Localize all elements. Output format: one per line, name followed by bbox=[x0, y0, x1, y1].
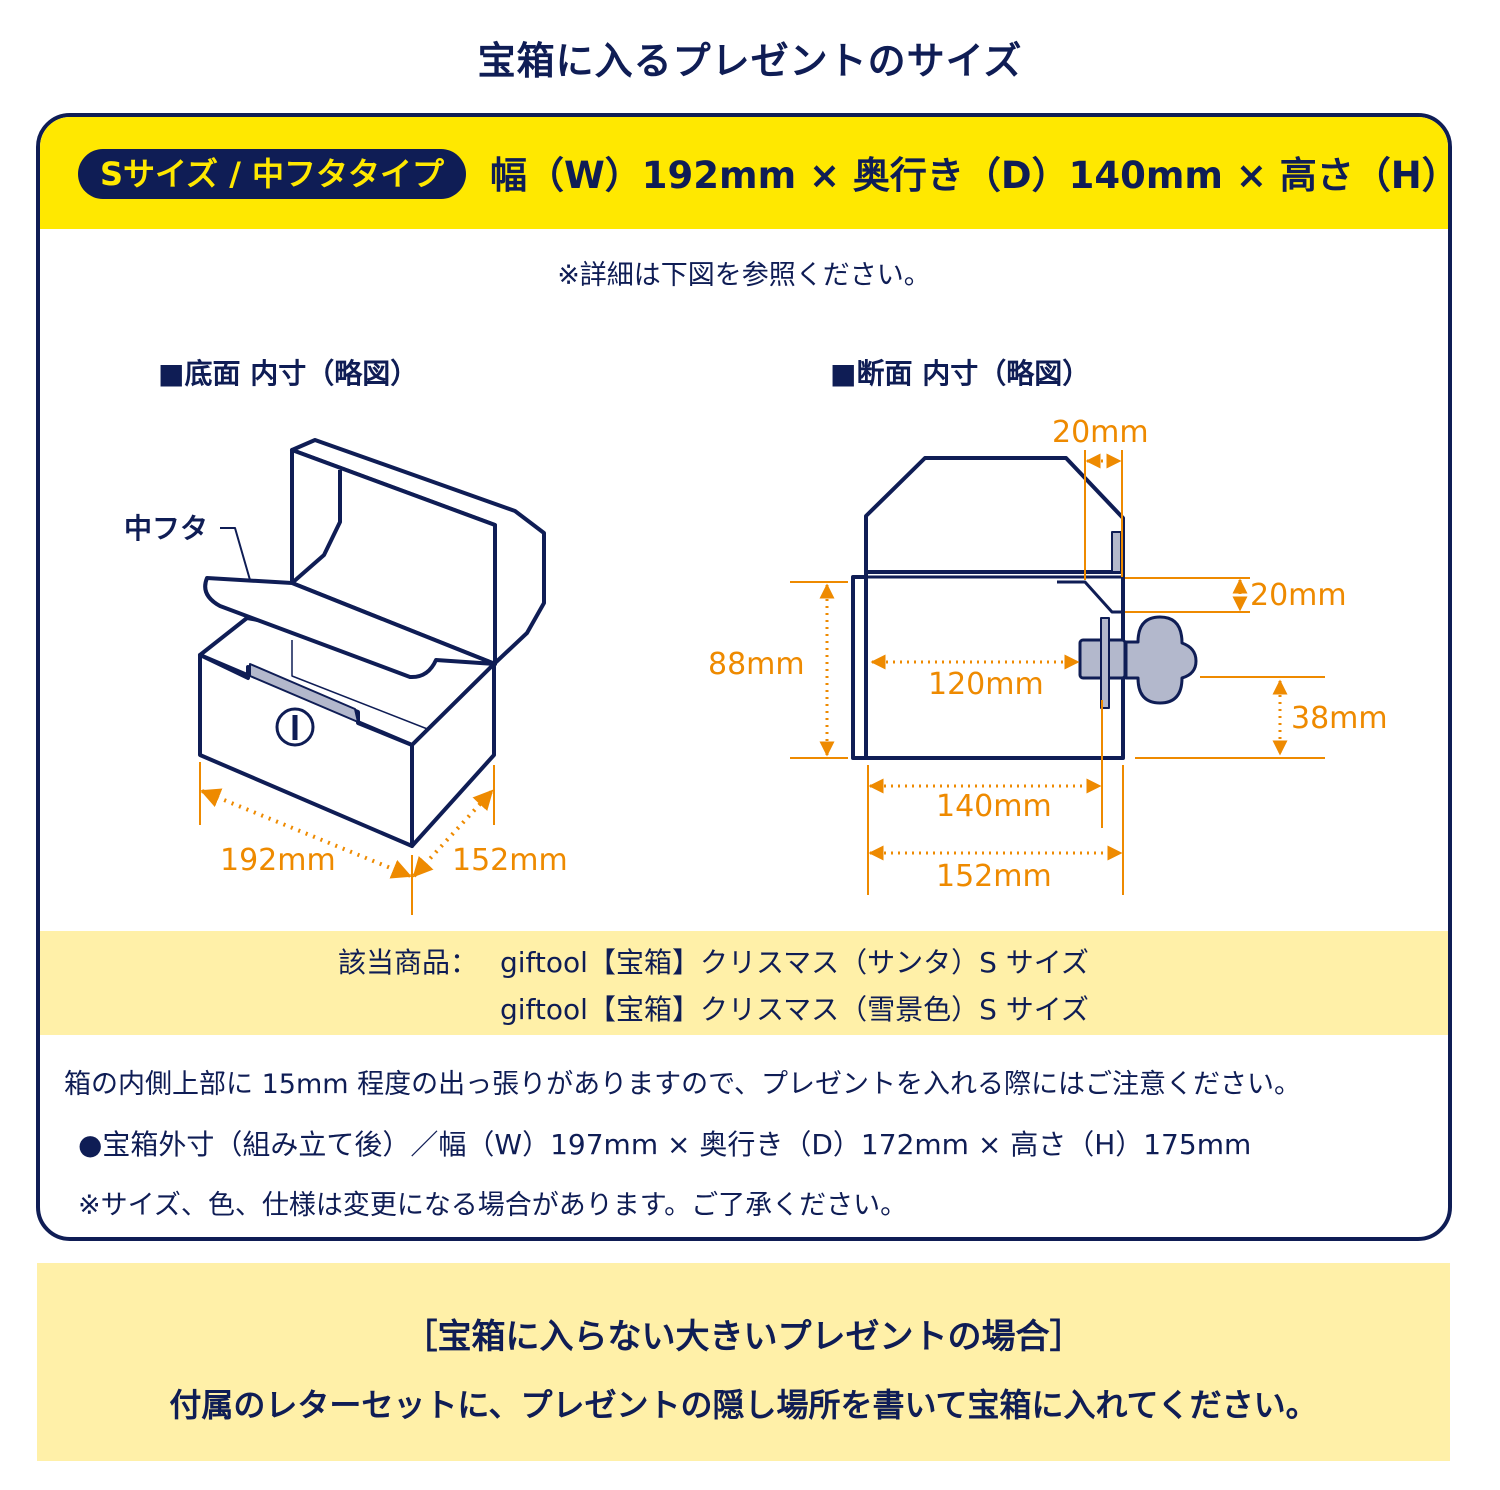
size-badge: Sサイズ / 中フタタイプ bbox=[78, 149, 466, 199]
caution-note: 箱の内側上部に 15mm 程度の出っ張りがありますので、プレゼントを入れる際には… bbox=[64, 1069, 1302, 1100]
diagrams: 中フタ 192mm 152mm 20mm 20mm 88mm 120mm 38m… bbox=[124, 415, 1388, 915]
large-present-notice: ［宝箱に入らない大きいプレゼントの場合］ 付属のレターセットに、プレゼントの隠し… bbox=[37, 1263, 1450, 1461]
depth-label: 152mm bbox=[452, 843, 568, 878]
dimensions-text: 幅（W）192mm × 奥行き（D）140mm × 高さ（H）88mm※ bbox=[490, 145, 1448, 199]
notice-text: 付属のレターセットに、プレゼントの隠し場所を書いて宝箱に入れてください。 bbox=[169, 1386, 1318, 1424]
dimensions-value: 幅（W）192mm × 奥行き（D）140mm × 高さ（H）88mm bbox=[490, 154, 1448, 197]
section-labels: 20mm 20mm 88mm 120mm 38mm 140mm 152mm bbox=[708, 415, 1388, 894]
product-item: giftool【宝箱】クリスマス（雪景色）S サイズ bbox=[500, 993, 1089, 1026]
lock-height-label: 38mm bbox=[1291, 701, 1388, 736]
products-label: 該当商品： bbox=[338, 946, 479, 979]
disclaimer-note: ※サイズ、色、仕様は変更になる場合があります。ご了承ください。 bbox=[78, 1190, 908, 1221]
inner-lid-label: 中フタ bbox=[124, 512, 208, 545]
reference-note: ※詳細は下図を参照ください。 bbox=[557, 260, 931, 291]
inner-depth-label: 140mm bbox=[936, 789, 1052, 824]
inner-label: 120mm bbox=[928, 667, 1044, 702]
box-dimensions bbox=[199, 762, 495, 915]
height-label: 88mm bbox=[708, 647, 805, 682]
total-depth-label: 152mm bbox=[936, 859, 1052, 894]
product-item: giftool【宝箱】クリスマス（サンタ）S サイズ bbox=[500, 946, 1089, 979]
products-band: 該当商品： giftool【宝箱】クリスマス（サンタ）S サイズ giftool… bbox=[40, 931, 1448, 1035]
section-dimensions bbox=[790, 450, 1325, 895]
top-gap-label: 20mm bbox=[1052, 415, 1149, 450]
box-illustration bbox=[198, 438, 546, 848]
outer-size-note: ●宝箱外寸（組み立て後）／幅（W）197mm × 奥行き（D）172mm × 高… bbox=[78, 1128, 1252, 1161]
size-card: Sサイズ / 中フタタイプ 幅（W）192mm × 奥行き（D）140mm × … bbox=[36, 113, 1452, 1241]
section-diagram-heading: ■断面 内寸（略図） bbox=[830, 357, 1091, 390]
page-title: 宝箱に入るプレゼントのサイズ bbox=[477, 39, 1023, 83]
lid-drop-label: 20mm bbox=[1250, 578, 1347, 613]
size-band: Sサイズ / 中フタタイプ 幅（W）192mm × 奥行き（D）140mm × … bbox=[40, 117, 1448, 229]
width-label: 192mm bbox=[220, 843, 336, 878]
bottom-diagram-heading: ■底面 内寸（略図） bbox=[158, 357, 419, 390]
section-illustration bbox=[851, 456, 1198, 760]
notice-heading: ［宝箱に入らない大きいプレゼントの場合］ bbox=[403, 1317, 1084, 1357]
